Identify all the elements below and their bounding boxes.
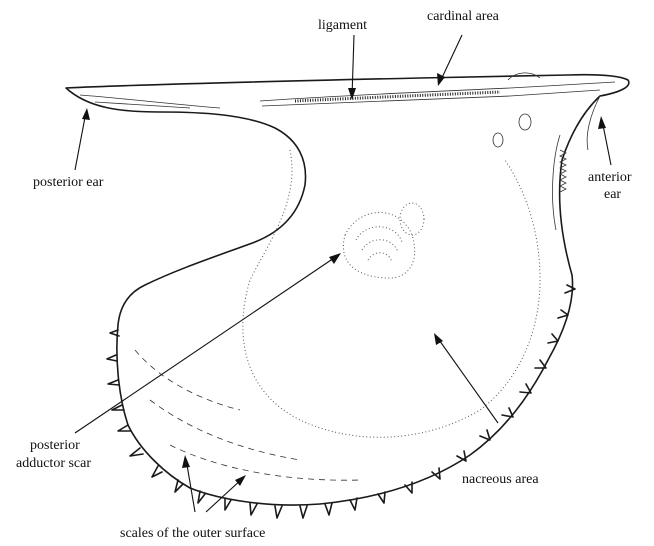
label-nacreous-area: nacreous area [462, 472, 539, 487]
small-scar-2 [493, 133, 503, 147]
label-anterior-ear-line1: anterior [588, 170, 632, 185]
label-anterior-ear-line2: ear [604, 187, 621, 202]
label-ligament: ligament [318, 18, 367, 33]
shell-outline [66, 75, 629, 505]
anterior-ear-curve [587, 96, 600, 150]
label-posterior-adductor-scar-line2: adductor scar [16, 456, 91, 471]
cardinal-area-band [260, 82, 615, 101]
label-scales-outer-surface: scales of the outer surface [120, 526, 265, 541]
label-posterior-ear: posterior ear [33, 175, 104, 190]
posterior-adductor-scar [343, 203, 424, 278]
small-scar-1 [519, 114, 531, 130]
anterior-notch [553, 135, 560, 230]
label-posterior-adductor-scar-line1: posterior [30, 438, 80, 453]
nacreous-boundary [243, 150, 540, 437]
label-cardinal-area: cardinal area [427, 9, 500, 24]
leader-arrows [75, 35, 611, 512]
